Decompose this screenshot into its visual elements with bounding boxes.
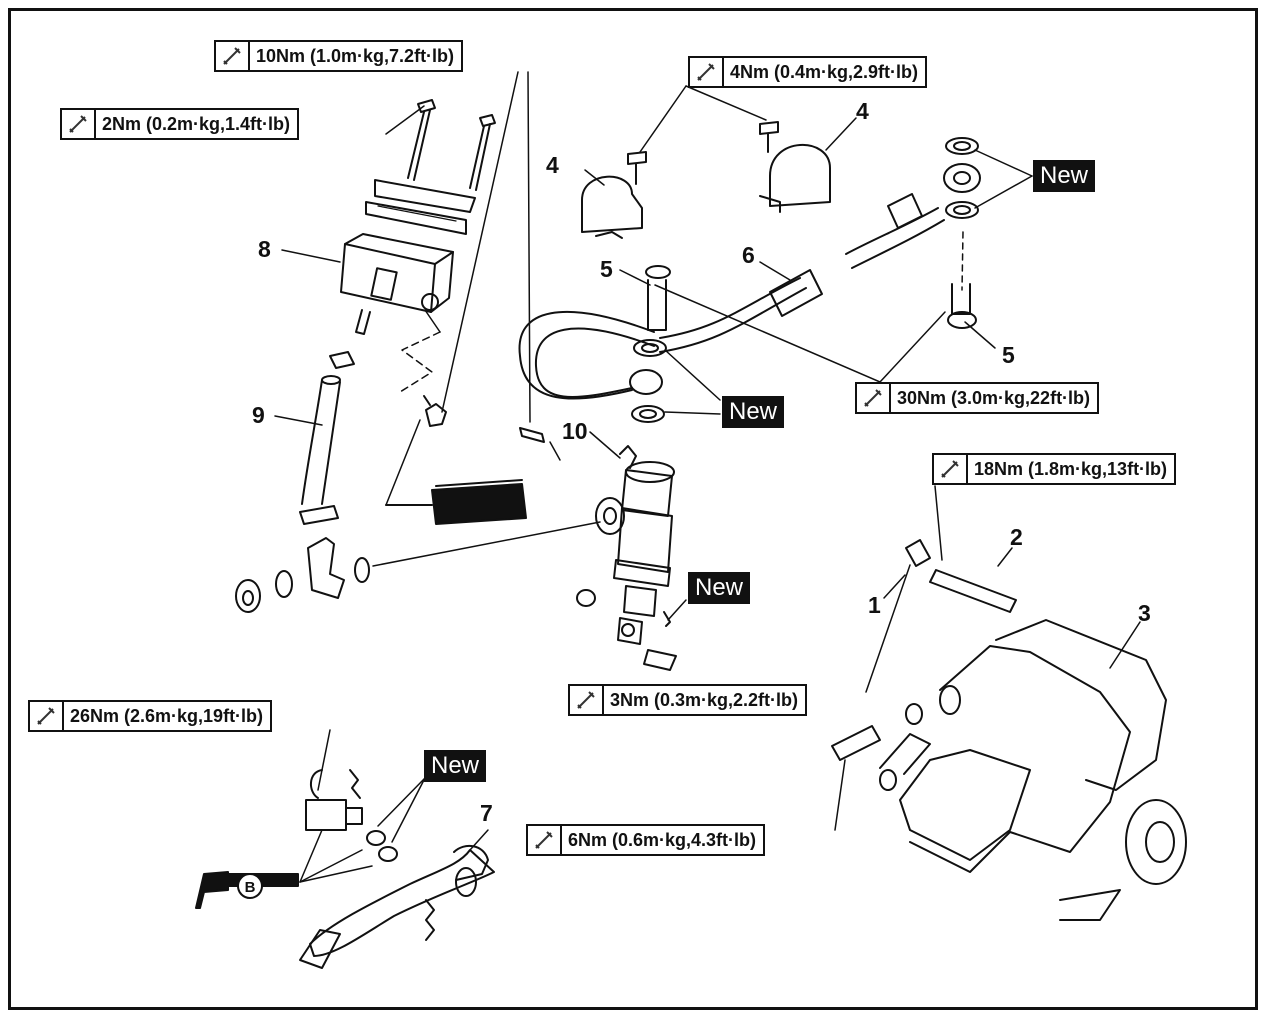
- union-bolts: [645, 265, 977, 331]
- master-cylinder: [519, 427, 677, 671]
- torque-wrench-icon: [216, 42, 250, 70]
- caliper-assembly: [831, 539, 1187, 921]
- torque-value: 26Nm (2.6m·kg,19ft·lb): [70, 705, 264, 726]
- copper-washers: [631, 137, 979, 423]
- torque-wrench-icon: [934, 455, 968, 483]
- torque-spec-3nm: 3Nm (0.3m·kg,2.2ft·lb): [568, 684, 808, 716]
- brake-hose: [518, 163, 981, 400]
- torque-spec-30nm: 30Nm (3.0m·kg,22ft·lb): [855, 382, 1100, 414]
- part-number-5: 5: [1002, 342, 1015, 368]
- torque-wrench-icon: [690, 58, 724, 86]
- joint-parts: [235, 395, 447, 613]
- grease-gun-icon: [195, 871, 299, 909]
- hose-holders: [581, 121, 831, 239]
- torque-wrench-icon: [62, 110, 96, 138]
- part-number-4: 4: [856, 98, 869, 124]
- torque-spec-26nm: 26Nm (2.6m·kg,19ft·lb): [28, 700, 273, 732]
- diagram-border: [8, 8, 1258, 1010]
- part-number-8: 8: [258, 236, 271, 262]
- part-number-6: 6: [742, 242, 755, 268]
- brake-pedal: [299, 769, 495, 969]
- leader-lines: [299, 71, 1033, 883]
- reservoir-assembly: [340, 99, 496, 335]
- torque-value: 4Nm (0.4m·kg,2.9ft·lb): [730, 61, 919, 82]
- torque-value: 6Nm (0.6m·kg,4.3ft·lb): [568, 829, 757, 850]
- torque-spec-18nm: 18Nm (1.8m·kg,13ft·lb): [932, 453, 1177, 485]
- torque-wrench-icon: [857, 384, 891, 412]
- torque-value: 10Nm (1.0m·kg,7.2ft·lb): [256, 45, 455, 66]
- new-part-tag: New: [424, 750, 487, 782]
- torque-wrench-icon: [528, 826, 562, 854]
- grease-tube: [385, 479, 527, 525]
- torque-spec-10nm: 10Nm (1.0m·kg,7.2ft·lb): [214, 40, 464, 72]
- torque-value: 2Nm (0.2m·kg,1.4ft·lb): [102, 113, 291, 134]
- torque-value: 3Nm (0.3m·kg,2.2ft·lb): [610, 689, 799, 710]
- grease-symbol: B: [245, 879, 256, 896]
- number-leaders: [274, 117, 1141, 851]
- torque-spec-4nm: 4Nm (0.4m·kg,2.9ft·lb): [688, 56, 928, 88]
- torque-value: 18Nm (1.8m·kg,13ft·lb): [974, 458, 1168, 479]
- new-part-tag: New: [722, 396, 785, 428]
- part-number-3: 3: [1138, 600, 1151, 626]
- torque-spec-6nm: 6Nm (0.6m·kg,4.3ft·lb): [526, 824, 766, 856]
- part-number-4: 4: [546, 152, 559, 178]
- part-number-9: 9: [252, 402, 265, 428]
- torque-spec-2nm: 2Nm (0.2m·kg,1.4ft·lb): [60, 108, 300, 140]
- part-number-10: 10: [562, 418, 588, 444]
- part-number-2: 2: [1010, 524, 1023, 550]
- part-number-7: 7: [480, 800, 493, 826]
- part-number-1: 1: [868, 592, 881, 618]
- new-part-tag: New: [1033, 160, 1096, 192]
- reservoir-hose: [299, 351, 355, 525]
- torque-wrench-icon: [30, 702, 64, 730]
- new-part-tag: New: [688, 572, 751, 604]
- torque-wrench-icon: [570, 686, 604, 714]
- part-number-5: 5: [600, 256, 613, 282]
- torque-value: 30Nm (3.0m·kg,22ft·lb): [897, 387, 1091, 408]
